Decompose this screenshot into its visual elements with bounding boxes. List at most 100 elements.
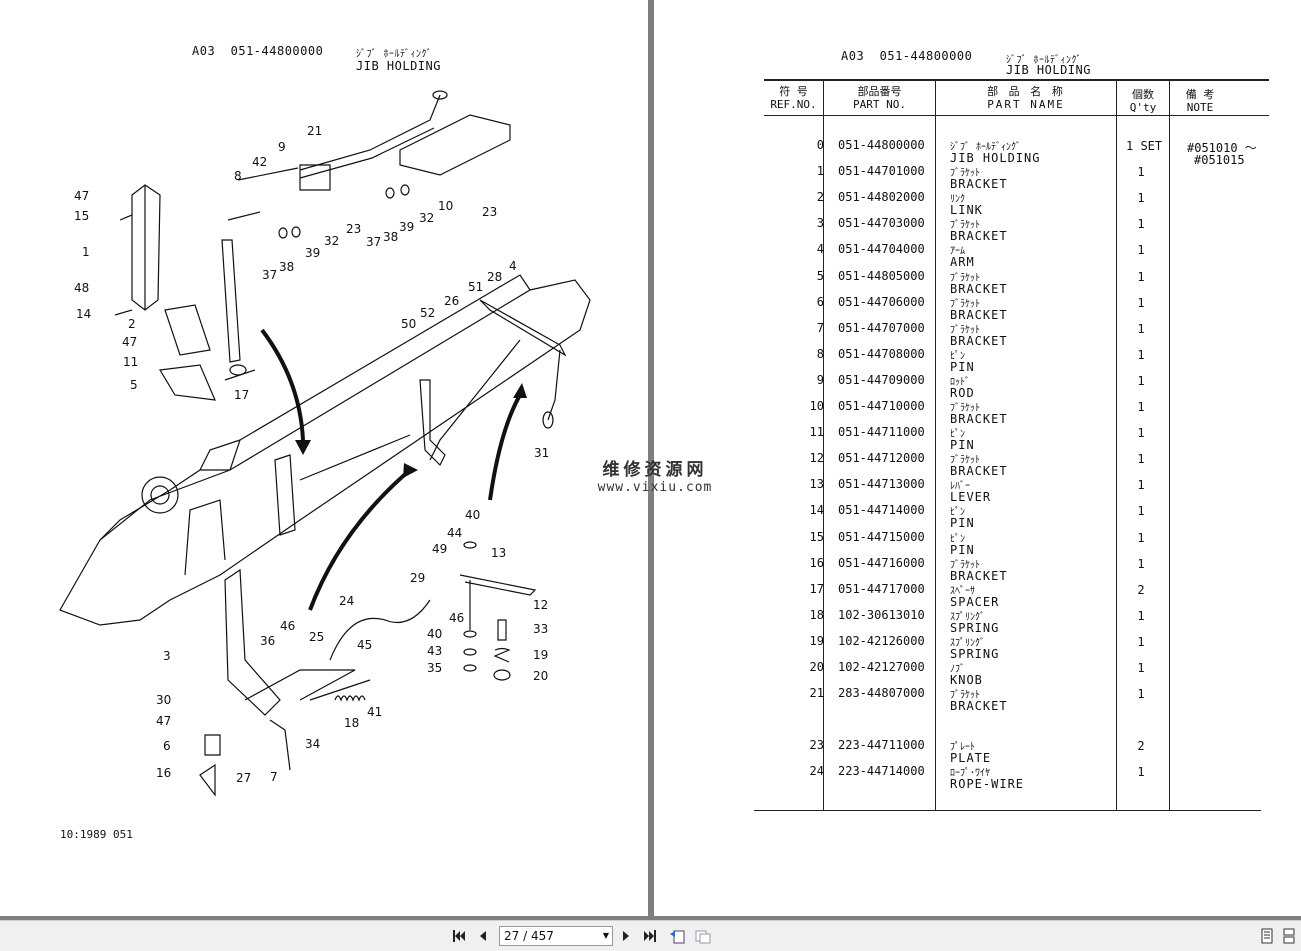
callout-number: 43	[427, 644, 442, 658]
ref-no: 15	[809, 529, 824, 544]
note-continued: #051015	[1194, 153, 1245, 167]
quantity: 1	[1137, 321, 1145, 336]
part-name-english: SPACER	[950, 594, 1000, 609]
part-name-katakana: ﾋﾟﾝ	[950, 350, 965, 362]
ref-no: 20	[809, 660, 824, 674]
callout-number: 10	[438, 199, 453, 213]
part-name-katakana: ﾌﾞﾗｹｯﾄ	[950, 403, 980, 414]
part-name-katakana: ﾛｰﾌﾟ･ﾜｲﾔ	[950, 768, 990, 780]
callout-number: 28	[487, 270, 502, 284]
ref-no: 1	[816, 164, 824, 179]
quantity: 1	[1137, 608, 1145, 623]
part-name-english: KNOB	[950, 673, 983, 687]
part-name-english: BRACKET	[950, 281, 1008, 296]
quantity: 1	[1137, 765, 1145, 780]
callout-number: 18	[344, 716, 359, 730]
single-page-view-button[interactable]	[1258, 927, 1276, 945]
quantity: 1	[1137, 191, 1145, 206]
quantity: 1	[1137, 661, 1145, 675]
part-name-english: PIN	[950, 542, 975, 557]
part-number: 051-44800000	[838, 138, 925, 152]
quantity: 1	[1137, 400, 1145, 414]
part-name-english: BRACKET	[950, 333, 1008, 348]
callout-number: 8	[234, 169, 242, 183]
table-header-katakana: ｼﾞﾌﾞ ﾎｰﾙﾃﾞｨﾝｸﾞ	[1006, 55, 1083, 66]
diagram-header-title: JIB HOLDING	[356, 59, 441, 73]
part-name-katakana: ﾋﾟﾝ	[950, 507, 965, 519]
quantity: 1	[1137, 452, 1145, 467]
part-number: 051-44717000	[838, 581, 925, 596]
quantity: 1	[1137, 295, 1145, 310]
quantity: 1	[1137, 347, 1145, 362]
chevron-down-icon: ▼	[602, 931, 609, 940]
callout-number: 38	[383, 230, 398, 244]
prev-page-button[interactable]	[474, 927, 492, 945]
part-number: 051-44711000	[838, 425, 925, 440]
watermark-url: www.vixiu.com	[597, 480, 713, 495]
part-name-katakana: ﾚﾊﾞｰ	[950, 481, 970, 493]
part-name-katakana: ﾌﾞﾗｹｯﾄ	[950, 168, 980, 180]
part-name-katakana: ﾌﾞﾗｹｯﾄ	[950, 324, 980, 336]
callout-number: 36	[260, 634, 275, 648]
callout-number: 50	[401, 317, 416, 331]
part-name-english: LINK	[950, 203, 983, 218]
quantity: 1 SET	[1126, 139, 1163, 153]
callout-number: 3	[163, 649, 171, 663]
next-page-button[interactable]	[617, 927, 635, 945]
part-name-english: BRACKET	[950, 177, 1008, 192]
ref-no: 9	[816, 372, 824, 387]
diagram-header-code: A03 051-44800000	[192, 44, 324, 58]
ref-no: 4	[816, 242, 824, 257]
go-forward-button[interactable]	[694, 927, 712, 945]
part-name-katakana: ﾌﾞﾗｹｯﾄ	[950, 220, 980, 232]
part-name-english: PIN	[950, 438, 975, 453]
last-page-button[interactable]	[641, 927, 659, 945]
part-number: 051-44707000	[838, 320, 925, 335]
part-name-katakana: ｱｰﾑ	[950, 246, 965, 258]
column-divider	[1116, 80, 1117, 810]
first-page-button[interactable]	[450, 927, 468, 945]
quantity: 1	[1137, 243, 1145, 258]
page-number-select[interactable]: 27 / 457 ▼	[499, 926, 613, 946]
quantity: 1	[1137, 530, 1145, 545]
viewer-toolbar: 27 / 457 ▼	[0, 920, 1301, 951]
quantity: 1	[1137, 634, 1145, 649]
boom-outline	[59, 279, 591, 626]
part-name-english: BRACKET	[950, 412, 1008, 426]
bracket-1-outline	[131, 184, 161, 311]
go-back-button[interactable]	[668, 927, 686, 945]
quantity: 1	[1137, 217, 1145, 232]
callout-number: 26	[444, 294, 459, 308]
ref-no: 3	[816, 216, 824, 231]
part-name-katakana: ﾋﾟﾝ	[950, 533, 965, 545]
callout-number: 33	[533, 622, 548, 636]
continuous-view-button[interactable]	[1280, 927, 1298, 945]
part-name-english: BRACKET	[950, 229, 1008, 244]
first-page-icon	[453, 930, 465, 942]
part-name-english: LEVER	[950, 490, 992, 505]
quantity: 1	[1137, 373, 1145, 388]
column-divider	[1169, 80, 1170, 810]
part-name-katakana: ｼﾞﾌﾞ ﾎｰﾙﾃﾞｨﾝｸﾞ	[950, 142, 1022, 153]
part-name-katakana: ﾘﾝｸ	[950, 194, 965, 206]
note: #051010 ～	[1187, 141, 1257, 155]
ref-no: 19	[809, 633, 824, 648]
part-number: 051-44709000	[838, 372, 925, 387]
callout-number: 47	[74, 189, 89, 203]
diagram-header-katakana: ｼﾞﾌﾞ ﾎｰﾙﾃﾞｨﾝｸﾞ	[356, 49, 433, 60]
callout-number: 23	[346, 222, 361, 236]
part-number: 051-44703000	[838, 216, 925, 231]
part-name-katakana: ﾌﾞﾗｹｯﾄ	[950, 298, 980, 310]
bracket-3-outline	[224, 568, 281, 716]
